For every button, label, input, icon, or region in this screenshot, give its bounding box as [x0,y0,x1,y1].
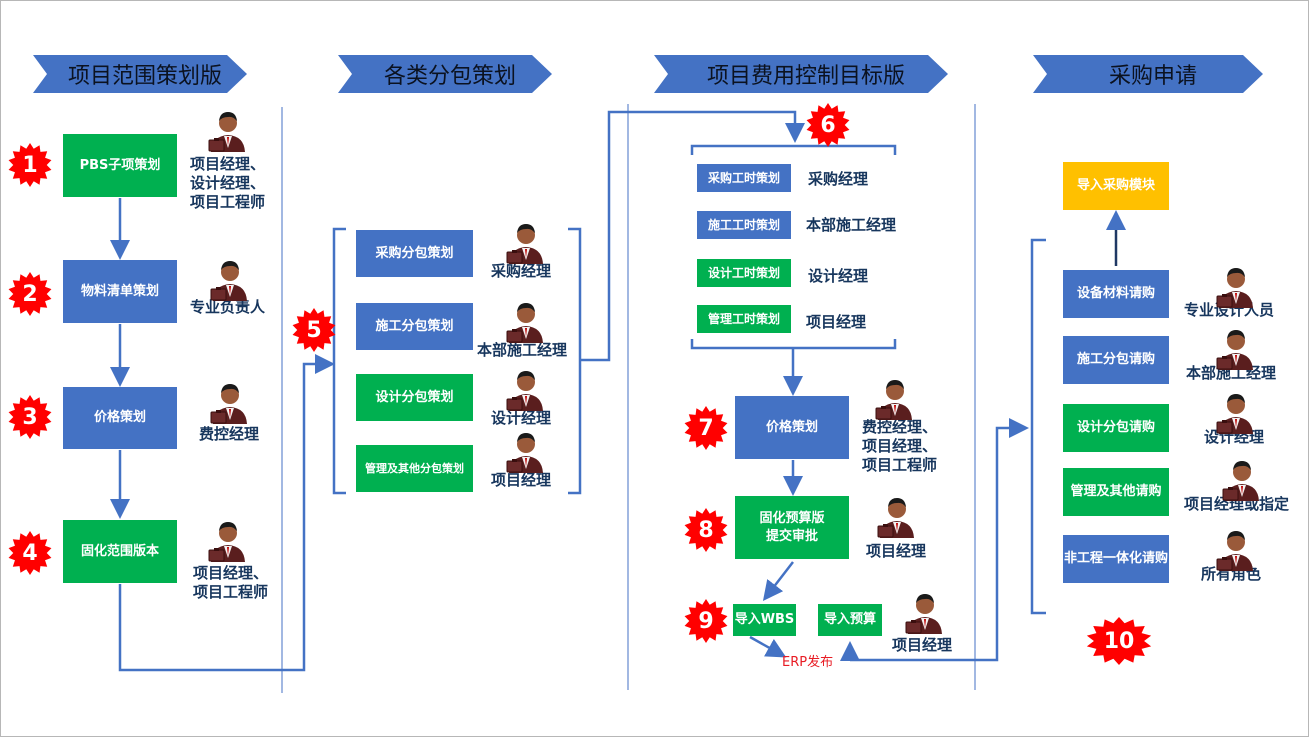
person-icon [874,494,920,540]
step-badge: 4 [8,531,52,575]
step-badge: 3 [8,395,52,439]
role-label: 设计经理 [808,267,869,285]
header-label: 项目范围策划版 [67,64,222,89]
import-purchase-module-box[interactable]: 导入采购模块 [1063,162,1169,210]
role-label: 费控经理 [199,425,260,443]
role-label: 采购经理 [808,170,869,188]
management-request-box[interactable]: 管理及其他请购 [1063,468,1169,516]
person-icon [872,376,918,422]
construction-hours-box[interactable]: 施工工时策划 [697,211,791,239]
person-icon [207,257,253,303]
step-badge: 5 [292,308,336,352]
person-icon [205,518,251,564]
step-badge: 10 [1086,617,1152,665]
price-strategy-box[interactable]: 价格策划 [735,396,849,459]
step-badge: 9 [684,599,728,643]
header-label: 各类分包策划 [383,64,516,89]
procurement-hours-box[interactable]: 采购工时策划 [697,164,791,192]
non-engineering-request-box[interactable]: 非工程一体化请购 [1063,535,1169,583]
person-icon [1213,326,1259,372]
design-hours-box[interactable]: 设计工时策划 [697,259,791,287]
role-label: 费控经理、 项目经理、 项目工程师 [862,418,938,474]
header-purchase-request: 采购申请 [1033,55,1263,93]
construction-subcontract-request-box[interactable]: 施工分包请购 [1063,336,1169,384]
role-label: 项目经理、 设计经理、 项目工程师 [190,155,266,211]
step-badge: 1 [8,143,52,187]
person-icon [1213,527,1259,573]
header-label: 项目费用控制目标版 [706,64,905,89]
step-badge: 2 [8,272,52,316]
management-subcontract-box[interactable]: 管理及其他分包策划 [356,445,473,492]
pbs-plan-box[interactable]: PBS子项策划 [63,134,177,197]
import-wbs-box[interactable]: 导入WBS [733,604,796,636]
design-subcontract-request-box[interactable]: 设计分包请购 [1063,404,1169,452]
design-subcontract-box[interactable]: 设计分包策划 [356,374,473,421]
import-budget-box[interactable]: 导入预算 [818,604,882,636]
step-badge: 7 [684,406,728,450]
header-scope-plan: 项目范围策划版 [33,55,247,93]
person-icon [1213,390,1259,436]
person-icon [207,380,253,426]
person-icon [1219,457,1265,503]
step-badge: 8 [684,508,728,552]
management-hours-box[interactable]: 管理工时策划 [697,305,791,333]
bom-plan-box[interactable]: 物料清单策划 [63,260,177,323]
role-label: 项目经理 [866,542,927,560]
person-icon [503,367,549,413]
role-label: 项目经理 [806,313,867,331]
person-icon [503,429,549,475]
role-label: 设计经理 [491,409,552,427]
role-label: 采购经理 [491,262,552,280]
person-icon [902,590,948,636]
role-label: 项目经理 [491,471,552,489]
equipment-material-request-box[interactable]: 设备材料请购 [1063,270,1169,318]
role-label: 本部施工经理 [806,216,897,234]
procurement-subcontract-box[interactable]: 采购分包策划 [356,230,473,277]
person-icon [503,299,549,345]
header-subcontract-plan: 各类分包策划 [338,55,552,93]
price-plan-box[interactable]: 价格策划 [63,387,177,449]
role-label: 本部施工经理 [477,341,568,359]
role-label: 项目经理或指定 [1184,495,1290,513]
fix-scope-box[interactable]: 固化范围版本 [63,520,177,583]
role-label: 本部施工经理 [1186,364,1277,382]
role-label: 项目经理、 项目工程师 [193,564,269,601]
role-label: 专业负责人 [190,298,266,316]
person-icon [205,108,251,154]
role-label: 项目经理 [892,636,953,654]
step-badge: 6 [806,103,850,147]
header-cost-control: 项目费用控制目标版 [654,55,948,93]
construction-subcontract-box[interactable]: 施工分包策划 [356,303,473,350]
person-icon [503,220,549,266]
erp-release-label: ERP发布 [782,655,834,670]
person-icon [1213,264,1259,310]
budget-approval-box[interactable]: 固化预算版 提交审批 [735,496,849,559]
header-label: 采购申请 [1108,64,1197,89]
